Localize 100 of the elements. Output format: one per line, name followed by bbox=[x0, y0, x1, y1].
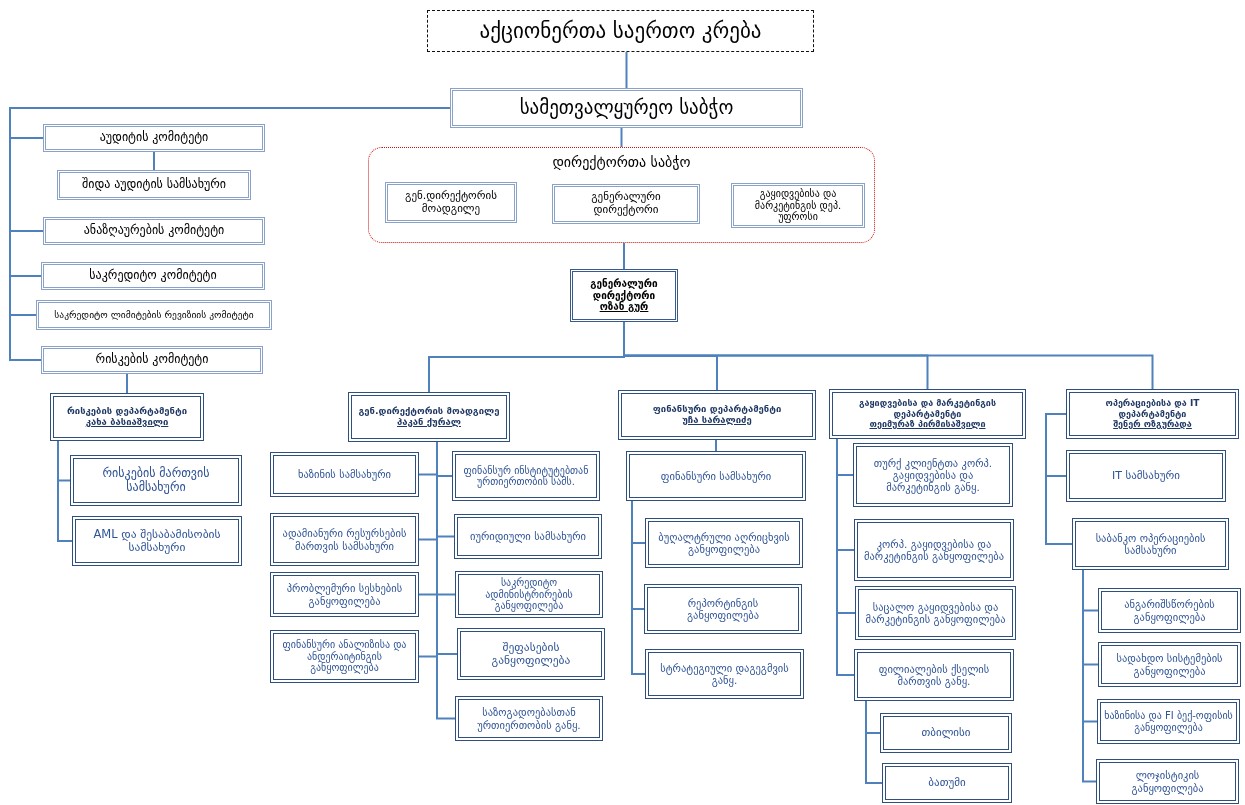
unit-name: ფინანსური დეპარტამენტი bbox=[652, 404, 782, 415]
connector-line bbox=[1045, 413, 1073, 545]
connector-line bbox=[153, 151, 155, 171]
org-box bbox=[853, 443, 1013, 507]
org-box bbox=[1097, 699, 1240, 744]
unit-name: სამეთვალყურეო საბჭო bbox=[519, 97, 734, 119]
org-box bbox=[644, 584, 802, 634]
unit-name: რისკების კომიტეტი bbox=[95, 353, 209, 367]
unit-name: სტრატეგიული დაგეგმვის განყ. bbox=[659, 661, 790, 687]
unit-name: ლოჯისტიკის განყოფილება bbox=[1130, 769, 1205, 794]
group-title: დირექტორთა საბჭო bbox=[552, 154, 691, 171]
unit-name: თურქ კლიენტთა კორპ. გაყიდვებისა და მარკეტინგის განყ. bbox=[872, 456, 994, 494]
unit-name: საკრედიტო ადმინისტრირების განყოფილება bbox=[484, 577, 574, 612]
department-box bbox=[1066, 389, 1239, 439]
unit-name: ფილიალების ქსელის მართვის განყ. bbox=[877, 662, 991, 688]
unit-name: რისკების მართვის სამსახური bbox=[101, 466, 211, 495]
org-box bbox=[1072, 518, 1229, 570]
unit-name: AML და შესაბამისობის სამსახური bbox=[92, 527, 222, 555]
org-box bbox=[455, 696, 603, 741]
connector-line bbox=[57, 440, 73, 542]
person-name: კახა ბასიაშვილი bbox=[85, 417, 169, 428]
connector-line bbox=[715, 439, 717, 452]
org-box bbox=[626, 451, 806, 501]
unit-name: ხაზინისა და FI ბექ-ოფისის განყოფილება bbox=[1104, 710, 1233, 733]
unit-name: რეპორტინგის განყოფილება bbox=[686, 596, 760, 622]
unit-name: ფინანსურ ინსტიტუტებთან ურთიერთობის სამს. bbox=[462, 464, 590, 488]
org-box bbox=[270, 630, 419, 683]
unit-name: საკრედიტო ლიმიტების რევიზიის კომიტეტი bbox=[54, 309, 254, 321]
unit-name: შეფასების განყოფილება bbox=[490, 640, 572, 668]
unit-name: შიდა აუდიტის სამსახური bbox=[82, 178, 226, 192]
person-name: ჰაკან ქურალ bbox=[397, 417, 461, 428]
org-box bbox=[854, 649, 1014, 701]
org-box bbox=[731, 183, 865, 228]
org-box bbox=[645, 649, 804, 699]
unit-name: თბილისი bbox=[921, 726, 971, 740]
org-box bbox=[880, 713, 1012, 753]
connector-line bbox=[631, 500, 646, 675]
department-box bbox=[829, 389, 1026, 439]
connector-line bbox=[620, 127, 623, 148]
org-box bbox=[854, 519, 1014, 581]
unit-name: საბანკო ოპერაციების სამსახური bbox=[1094, 531, 1207, 557]
meeting-box bbox=[427, 10, 814, 52]
org-box bbox=[70, 455, 242, 506]
org-box bbox=[645, 518, 803, 568]
person-name: თეიმურაზ პირმისაშვილი bbox=[869, 419, 986, 430]
org-box bbox=[455, 571, 603, 618]
unit-name: ადამიანური რესურსების მართვის სამსახური bbox=[281, 527, 408, 552]
person-name: შენერ ოზგურადა bbox=[1113, 419, 1192, 430]
unit-name: ფინანსური ანალიზისა და ანდერაიტინგის განყოფილება bbox=[281, 639, 408, 674]
connector-line bbox=[625, 51, 628, 89]
org-box bbox=[43, 124, 265, 152]
unit-name: ფინანსური სამსახური bbox=[660, 469, 772, 483]
unit-name: გენ.დირექტორის მოადგილე bbox=[358, 406, 500, 417]
connector-line bbox=[436, 441, 456, 720]
org-box bbox=[270, 452, 419, 497]
connector-line bbox=[623, 242, 625, 270]
unit-name: საკრედიტო კომიტეტი bbox=[89, 269, 217, 283]
org-box bbox=[882, 763, 1012, 803]
unit-name: ბათუმი bbox=[928, 776, 966, 790]
org-box bbox=[1098, 642, 1241, 687]
org-box bbox=[457, 628, 605, 680]
unit-name: გაყიდვებისა და მარკეტინგის დეპ. უფროსი bbox=[753, 188, 843, 223]
unit-name: კორპ. გაყიდვებისა და მარკეტინგის განყოფილება bbox=[863, 537, 1005, 563]
unit-name: საზოგადოებასთან ურთიერთობის განყ. bbox=[476, 706, 582, 731]
connector-line bbox=[865, 700, 883, 784]
org-box bbox=[1098, 588, 1241, 633]
org-box bbox=[454, 514, 602, 559]
unit-name: აუდიტის კომიტეტი bbox=[99, 131, 209, 145]
org-box bbox=[552, 184, 700, 224]
department-box bbox=[618, 390, 816, 440]
org-box bbox=[43, 217, 265, 245]
org-box bbox=[270, 513, 419, 566]
director-box bbox=[570, 269, 678, 322]
connector-line bbox=[836, 438, 855, 676]
connector-line bbox=[126, 373, 128, 394]
unit-name: იურიდიული სამსახური bbox=[469, 530, 587, 543]
org-box bbox=[855, 586, 1016, 640]
unit-name: პრობლემური სესხების განყოფილება bbox=[285, 582, 404, 607]
unit-name: რისკების დეპარტამენტი bbox=[66, 406, 188, 417]
org-box bbox=[57, 170, 251, 200]
org-box bbox=[270, 572, 419, 617]
org-box bbox=[1066, 450, 1226, 502]
unit-name: ანაზღაურების კომიტეტი bbox=[83, 224, 225, 238]
org-box bbox=[41, 346, 263, 374]
org-box bbox=[452, 451, 600, 501]
org-box bbox=[36, 300, 272, 330]
unit-name: აქციონერთა საერთო კრება bbox=[479, 18, 762, 44]
connector-line bbox=[1082, 569, 1097, 783]
person-name: უჩა სარალიძე bbox=[682, 415, 752, 426]
person-name: ოზან გურ bbox=[599, 301, 649, 313]
unit-name: გენ.დირექტორის მოადგილე bbox=[404, 189, 498, 216]
department-box bbox=[348, 392, 510, 442]
org-box bbox=[1096, 759, 1239, 804]
org-box bbox=[41, 262, 265, 290]
org-box bbox=[385, 182, 517, 223]
unit-name: ანგარიშსწორების განყოფილება bbox=[1123, 598, 1216, 623]
unit-name: საცალო გაყიდვებისა და მარკეტინგის განყოფილება bbox=[864, 600, 1007, 626]
unit-name: IT სამსახური bbox=[1112, 469, 1180, 483]
org-box bbox=[72, 516, 242, 566]
unit-name: გენერალური დირექტორი bbox=[590, 191, 662, 217]
